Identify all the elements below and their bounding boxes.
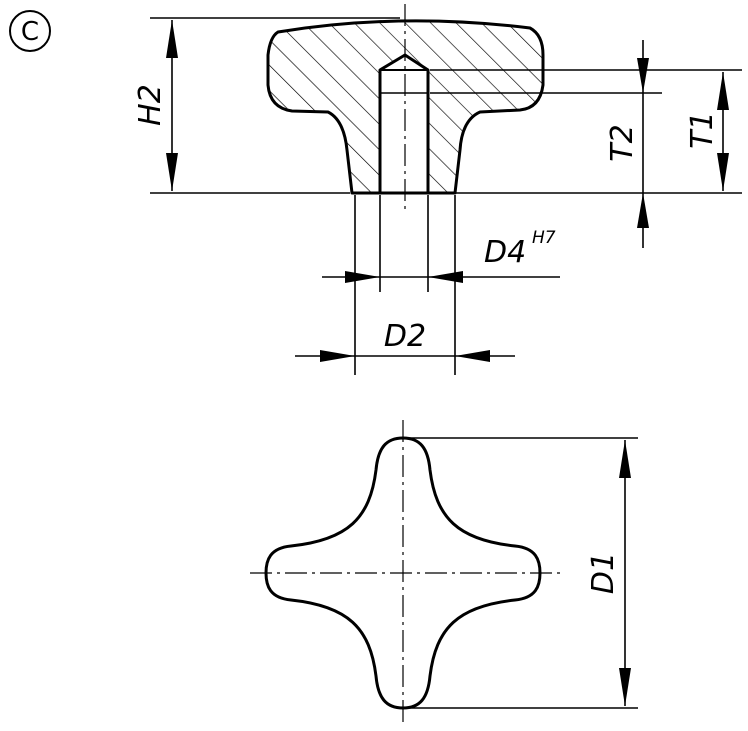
label-d2: D2 <box>384 319 426 354</box>
label-d1: D1 <box>586 552 621 594</box>
dimension-h2: H2 <box>133 17 400 194</box>
label-h2: H2 <box>133 84 168 126</box>
label-d4-tolerance: H7 <box>532 228 556 248</box>
dimension-d2: D2 <box>295 195 515 375</box>
label-t2: T2 <box>605 124 640 161</box>
cross-knob-outline <box>264 436 542 710</box>
dimension-t1-t2: T2 T1 <box>430 40 742 248</box>
knob-outline <box>266 19 545 195</box>
top-view <box>250 420 560 725</box>
variant-circle <box>9 10 51 52</box>
dimension-d4: D4 H7 <box>322 195 560 292</box>
variant-badge: C <box>9 10 51 52</box>
label-t1: T1 <box>685 111 720 148</box>
variant-letter: C <box>21 17 39 47</box>
section-view <box>266 4 545 212</box>
label-d4: D4 <box>484 235 526 270</box>
dimension-d1: D1 <box>405 437 638 709</box>
bore-cavity <box>380 55 428 193</box>
